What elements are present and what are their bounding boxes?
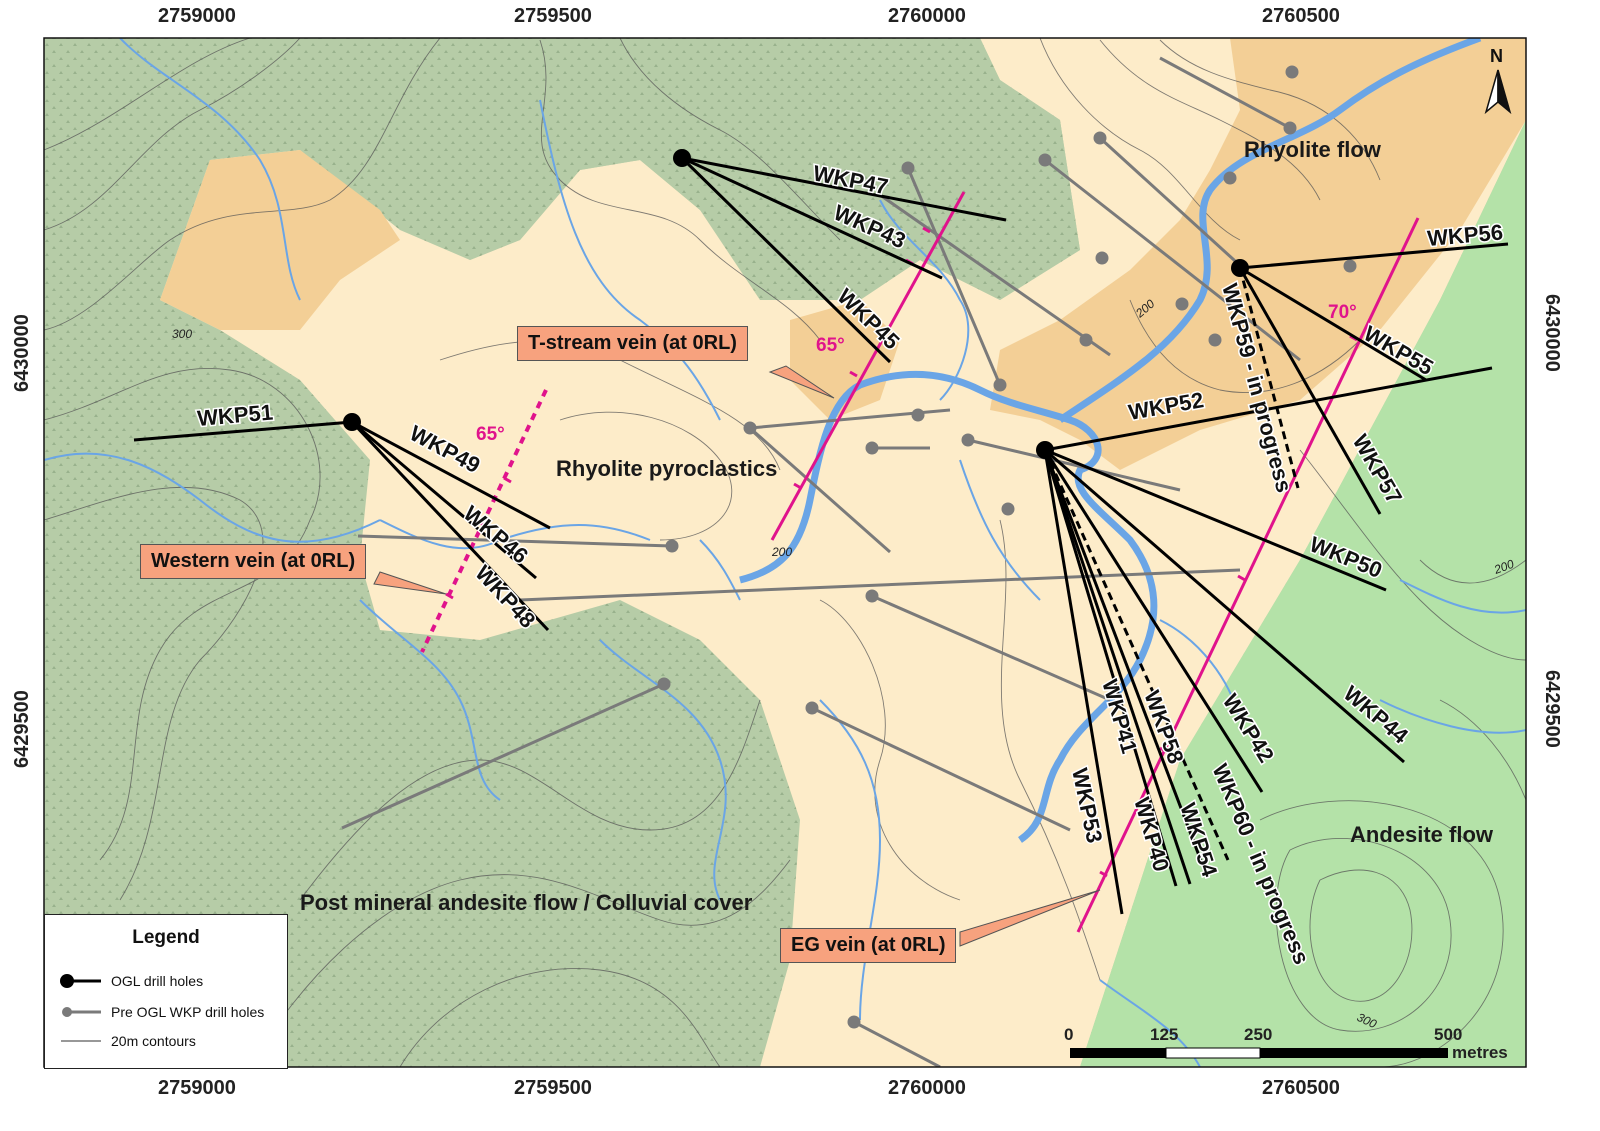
label-post-mineral: Post mineral andesite flow / Colluvial c… xyxy=(300,890,753,915)
north-arrow-icon: N xyxy=(1484,46,1512,115)
legend-label-contours: 20m contours xyxy=(111,1033,196,1049)
x-tick-top: 2759500 xyxy=(514,5,592,27)
scale-tick-250: 250 xyxy=(1244,1025,1272,1044)
dip-western: 65° xyxy=(476,424,505,445)
contour-label-200: 200 xyxy=(771,545,792,559)
label-andesite-flow: Andesite flow xyxy=(1350,822,1494,847)
scale-unit: metres xyxy=(1452,1043,1508,1062)
callout-eg-vein: EG vein (at 0RL) xyxy=(780,928,957,963)
y-tick-left: 6429500 xyxy=(11,690,33,768)
label-rhyolite-pyroclastics: Rhyolite pyroclastics xyxy=(556,456,777,481)
streams xyxy=(44,38,1526,1067)
dip-eg: 70° xyxy=(1328,302,1357,323)
map-frame xyxy=(43,37,1527,1068)
legend-box: Legend OGL drill holes Pre OGL WKP drill… xyxy=(44,914,288,1069)
x-tick-top: 2760000 xyxy=(888,5,966,27)
andesite-flow-area xyxy=(1080,120,1526,1067)
t-stream-vein-trace xyxy=(770,191,966,541)
ogl-drill-traces xyxy=(133,156,1509,915)
callout-western-vein: Western vein (at 0RL) xyxy=(140,544,367,579)
pre-ogl-drill-holes xyxy=(341,56,1357,1067)
legend-label-pre-ogl: Pre OGL WKP drill holes xyxy=(111,1004,265,1020)
scale-tick-500: 500 xyxy=(1434,1025,1462,1044)
x-tick-top: 2760500 xyxy=(1262,5,1340,27)
contour-lines xyxy=(44,38,1526,1067)
ogl-drill-hole-icon xyxy=(60,974,101,988)
coordinate-labels: 2759000 2759500 2760000 2760500 2759000 … xyxy=(11,5,1563,1099)
x-tick-bottom: 2760500 xyxy=(1262,1077,1340,1099)
y-tick-right: 6430000 xyxy=(1541,294,1563,372)
map-body: Rhyolite flow Rhyolite pyroclastics Ande… xyxy=(44,38,1526,1067)
main-river xyxy=(739,370,1158,843)
collar-wkp56-group xyxy=(1231,259,1249,277)
rhyolite-flow-area xyxy=(990,38,1526,470)
ogl-drill-collars xyxy=(343,149,1249,459)
contour-label-300: 300 xyxy=(172,327,192,341)
collar-wkp51-group xyxy=(343,413,361,431)
north-arrow-label: N xyxy=(1490,46,1503,66)
western-vein-trace xyxy=(420,389,548,653)
contour-line-icon xyxy=(61,1040,101,1042)
callout-t-stream-vein: T-stream vein (at 0RL) xyxy=(517,326,748,361)
x-tick-top: 2759000 xyxy=(158,5,236,27)
callout-leaders xyxy=(373,365,1101,947)
eg-vein-trace xyxy=(1076,217,1420,933)
collar-wkp47-group xyxy=(673,149,691,167)
x-tick-bottom: 2759500 xyxy=(514,1077,592,1099)
pre-ogl-drill-hole-icon xyxy=(62,1007,101,1017)
legend-label-ogl: OGL drill holes xyxy=(111,973,204,989)
scale-tick-0: 0 xyxy=(1064,1025,1073,1044)
hole-label-wkp51: WKP51 xyxy=(196,399,274,431)
x-tick-bottom: 2759000 xyxy=(158,1077,236,1099)
collar-wkp52-group xyxy=(1036,441,1054,459)
dip-t-stream: 65° xyxy=(816,335,845,356)
contour-label-200: 200 xyxy=(1491,557,1516,577)
x-tick-bottom: 2760000 xyxy=(888,1077,966,1099)
legend-title: Legend xyxy=(132,927,200,948)
label-rhyolite-flow: Rhyolite flow xyxy=(1244,137,1382,162)
y-tick-left: 6430000 xyxy=(11,314,33,392)
y-tick-right: 6429500 xyxy=(1541,670,1563,748)
scale-tick-125: 125 xyxy=(1150,1025,1178,1044)
scale-bar: 0 125 250 500 metres xyxy=(1064,1025,1508,1062)
